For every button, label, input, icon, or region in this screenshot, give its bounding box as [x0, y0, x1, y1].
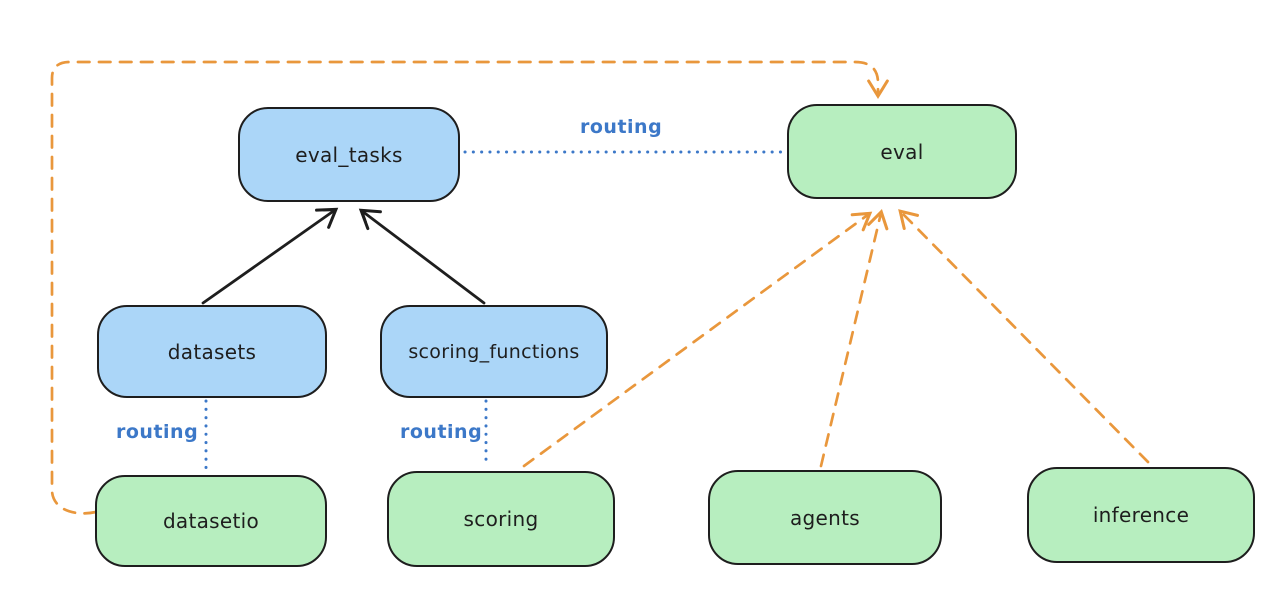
node-datasetio-label: datasetio — [162, 509, 260, 533]
node-inference: inference — [1027, 467, 1255, 563]
routing-label-scoring-functions-scoring: routing — [400, 421, 483, 443]
node-eval-label: eval — [880, 139, 924, 164]
edge-datasets-to-eval-tasks — [201, 207, 339, 305]
node-eval: eval — [787, 104, 1017, 199]
edge-agents-to-eval — [819, 209, 889, 468]
routing-label-datasets-datasetio: routing — [116, 421, 199, 443]
node-scoring-functions: scoring_functions — [380, 305, 608, 398]
node-datasets-label: datasets — [167, 339, 257, 364]
node-inference-label: inference — [1092, 503, 1190, 527]
node-scoring-label: scoring — [463, 507, 539, 531]
routing-label-eval-tasks-eval: routing — [580, 116, 663, 138]
edge-inference-to-eval — [898, 209, 1150, 464]
node-scoring: scoring — [387, 471, 615, 567]
node-agents: agents — [708, 470, 942, 565]
node-agents-label: agents — [790, 505, 860, 530]
node-eval-tasks-label: eval_tasks — [295, 142, 403, 167]
node-eval-tasks: eval_tasks — [238, 107, 460, 202]
node-datasets: datasets — [97, 305, 327, 398]
node-datasetio: datasetio — [95, 475, 327, 567]
edge-datasetio-to-eval — [50, 60, 889, 515]
node-scoring-functions-label: scoring_functions — [408, 340, 580, 363]
edge-scoring-functions-to-eval-tasks — [358, 208, 486, 305]
